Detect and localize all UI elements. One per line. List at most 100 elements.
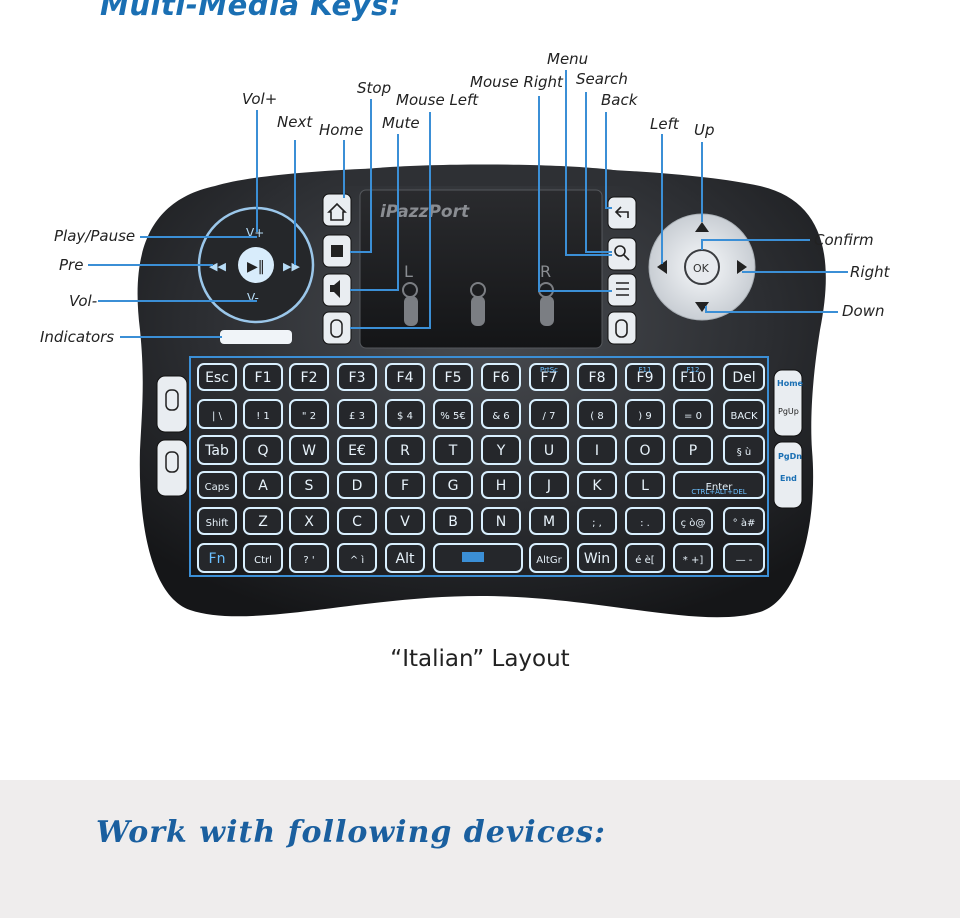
key-label: W (302, 443, 316, 459)
key-row1-5[interactable]: F5 (433, 363, 473, 391)
key-label: G (448, 478, 459, 494)
home-icon (327, 202, 347, 221)
mute-icon (330, 280, 346, 298)
label-left: Left (650, 115, 679, 133)
key-row4-8[interactable]: K (577, 471, 617, 499)
key-row6-6[interactable]: AltGr (529, 543, 569, 573)
heading-devices: Work with following devices: (96, 815, 607, 850)
key-row5-0[interactable]: Shift (197, 507, 237, 535)
key-row1-1[interactable]: F1 (243, 363, 283, 391)
key-row5-6[interactable]: N (481, 507, 521, 535)
key-row6-7[interactable]: Win (577, 543, 617, 573)
key-row6-10[interactable]: — - (723, 543, 765, 573)
key-row3-2[interactable]: W (289, 435, 329, 465)
key-row3-11[interactable]: § ù (723, 435, 765, 465)
key-label: F5 (445, 370, 462, 386)
mouse-right-key (607, 311, 637, 345)
key-sub-label: PrtSc (540, 366, 558, 374)
key-row2-11[interactable]: BACK (723, 399, 765, 429)
key-row5-10[interactable]: ç ò@ (673, 507, 713, 535)
key-row4-10[interactable]: Enter (673, 471, 765, 499)
svg-text:PgDn: PgDn (778, 452, 802, 461)
key-row1-9[interactable]: F9 (625, 363, 665, 391)
key-label: F3 (349, 370, 366, 386)
key-row2-7[interactable]: / 7 (529, 399, 569, 429)
key-row1-6[interactable]: F6 (481, 363, 521, 391)
key-row5-8[interactable]: ; , (577, 507, 617, 535)
key-row1-7[interactable]: F7 (529, 363, 569, 391)
label-next: Next (277, 113, 313, 131)
key-label: F (401, 478, 409, 494)
key-row1-3[interactable]: F3 (337, 363, 377, 391)
key-row5-5[interactable]: B (433, 507, 473, 535)
key-label: " 2 (302, 411, 316, 422)
label-vol-minus: Vol- (69, 292, 98, 310)
media-prev-icon: ◀◀ (209, 260, 226, 273)
key-row1-4[interactable]: F4 (385, 363, 425, 391)
key-label: Esc (205, 370, 229, 386)
key-label: E€ (348, 443, 366, 459)
key-label: $ 4 (397, 411, 413, 422)
key-row2-2[interactable]: " 2 (289, 399, 329, 429)
key-row3-10[interactable]: P (673, 435, 713, 465)
key-row2-3[interactable]: £ 3 (337, 399, 377, 429)
back-icon (614, 206, 629, 218)
key-row2-1[interactable]: ! 1 (243, 399, 283, 429)
key-row1-8[interactable]: F8 (577, 363, 617, 391)
key-row5-3[interactable]: C (337, 507, 377, 535)
key-row1-0[interactable]: Esc (197, 363, 237, 391)
key-label: P (689, 443, 697, 459)
key-row6-0[interactable]: Fn (197, 543, 237, 573)
key-row4-1[interactable]: A (243, 471, 283, 499)
key-row4-0[interactable]: Caps (197, 471, 237, 499)
key-row2-10[interactable]: = 0 (673, 399, 713, 429)
key-row3-3[interactable]: E€ (337, 435, 377, 465)
key-row3-0[interactable]: Tab (197, 435, 237, 465)
key-row2-5[interactable]: % 5€ (433, 399, 473, 429)
key-row3-1[interactable]: Q (243, 435, 283, 465)
key-row6-9[interactable]: * +] (673, 543, 713, 573)
key-row6-2[interactable]: ? ' (289, 543, 329, 573)
key-row6-1[interactable]: Ctrl (243, 543, 283, 573)
key-row2-4[interactable]: $ 4 (385, 399, 425, 429)
search-key (607, 237, 637, 271)
touchpad-right-label: R (540, 262, 551, 281)
key-row2-9[interactable]: ) 9 (625, 399, 665, 429)
menu-key (607, 273, 637, 307)
key-row2-0[interactable]: | \ (197, 399, 237, 429)
key-row5-1[interactable]: Z (243, 507, 283, 535)
key-row4-7[interactable]: J (529, 471, 569, 499)
key-row5-11[interactable]: ° à# (723, 507, 765, 535)
key-row2-6[interactable]: & 6 (481, 399, 521, 429)
key-label: F7 (541, 370, 558, 386)
key-row1-11[interactable]: Del (723, 363, 765, 391)
label-down: Down (842, 302, 885, 320)
key-row4-6[interactable]: H (481, 471, 521, 499)
key-row3-7[interactable]: U (529, 435, 569, 465)
key-row4-4[interactable]: F (385, 471, 425, 499)
key-row4-3[interactable]: D (337, 471, 377, 499)
key-row6-3[interactable]: ^ ì (337, 543, 377, 573)
key-row4-2[interactable]: S (289, 471, 329, 499)
key-row4-5[interactable]: G (433, 471, 473, 499)
key-row5-9[interactable]: : . (625, 507, 665, 535)
key-row2-8[interactable]: ( 8 (577, 399, 617, 429)
key-row1-2[interactable]: F2 (289, 363, 329, 391)
key-row3-6[interactable]: Y (481, 435, 521, 465)
key-label: Z (258, 514, 268, 530)
label-mouse-right: Mouse Right (470, 73, 563, 91)
key-row5-4[interactable]: V (385, 507, 425, 535)
key-row3-8[interactable]: I (577, 435, 617, 465)
key-row5-2[interactable]: X (289, 507, 329, 535)
key-row6-4[interactable]: Alt (385, 543, 425, 573)
key-row3-4[interactable]: R (385, 435, 425, 465)
key-row1-10[interactable]: F10 (673, 363, 713, 391)
key-label: — - (736, 555, 753, 566)
key-label: | \ (212, 411, 223, 422)
key-row3-9[interactable]: O (625, 435, 665, 465)
key-row4-9[interactable]: L (625, 471, 665, 499)
key-row3-5[interactable]: T (433, 435, 473, 465)
key-row5-7[interactable]: M (529, 507, 569, 535)
heading-multimedia-keys: Multi-Media Keys: (100, 0, 401, 22)
key-row6-8[interactable]: é è[ (625, 543, 665, 573)
